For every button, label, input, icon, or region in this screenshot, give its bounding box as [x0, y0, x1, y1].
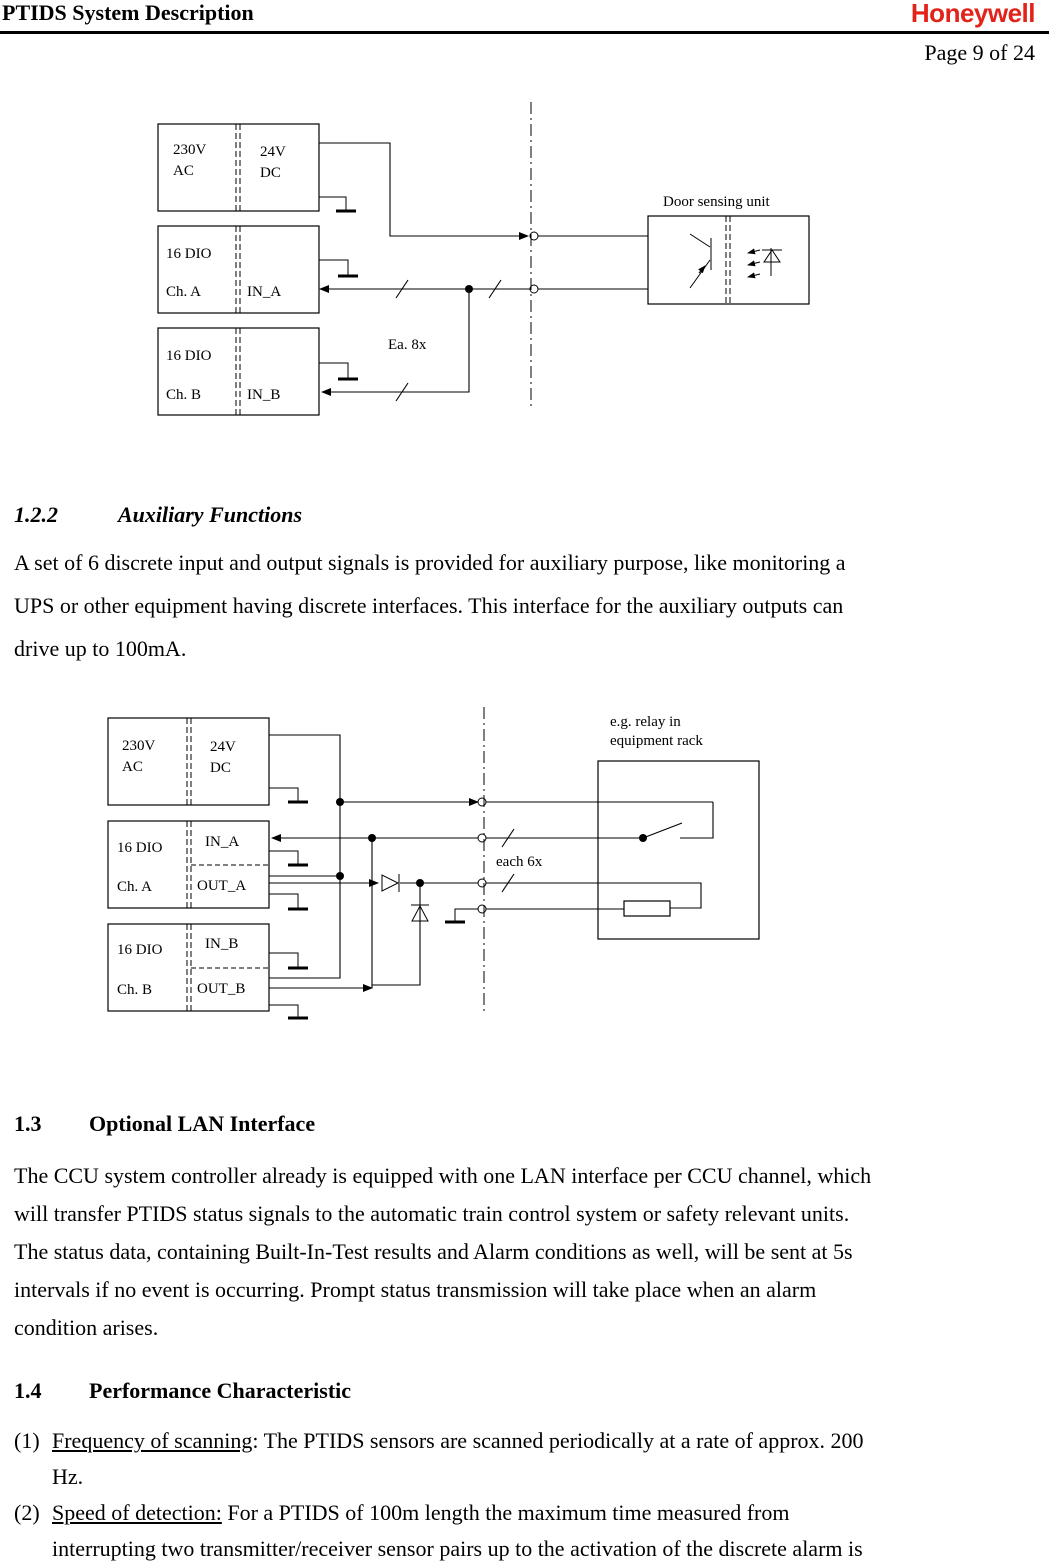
psu-ac-line1: 230V — [173, 142, 207, 158]
phototransistor-icon — [689, 233, 712, 289]
paragraph-line: The status data, containing Built-In-Tes… — [14, 1239, 853, 1264]
wires — [319, 142, 648, 402]
door-sensing-diagram: 230V AC 24V DC 16 DIO Ch. A IN_A 16 DIO … — [157, 102, 810, 416]
dio-a-box: 16 DIO Ch. A IN_A — [157, 225, 320, 314]
door-sensing-unit: Door sensing unit — [647, 194, 810, 305]
item-continuation: Hz. — [52, 1464, 84, 1489]
list-item: (2) Speed of detection: For a PTIDS of 1… — [14, 1495, 1024, 1567]
paragraph-line: condition arises. — [14, 1315, 159, 1340]
diode-icon — [411, 904, 429, 922]
honeywell-logo: Honeywell — [910, 0, 1036, 28]
dio-a-box: 16 DIO Ch. A IN_A OUT_A — [107, 820, 270, 909]
psu-dc-line1: 24V — [260, 144, 286, 160]
ground-symbols — [319, 196, 358, 381]
dio-a-title: 16 DIO — [117, 840, 163, 856]
psu-dc-line1: 24V — [210, 739, 236, 755]
count-label: each 6x — [496, 854, 543, 870]
paragraph-line: A set of 6 discrete input and output sig… — [14, 550, 846, 575]
led-icon — [747, 248, 782, 279]
header-rule — [0, 31, 1049, 34]
paragraph-line: will transfer PTIDS status signals to th… — [14, 1201, 850, 1226]
dio-a-out: OUT_A — [197, 878, 246, 894]
dio-b-box: 16 DIO Ch. B IN_B — [157, 327, 320, 416]
document-title: PTIDS System Description — [2, 0, 254, 25]
list-item: (1) Frequency of scanning: The PTIDS sen… — [14, 1423, 1024, 1495]
psu-ac-line2: AC — [173, 163, 194, 179]
relay-label-line1: e.g. relay in — [610, 714, 681, 730]
item-number: (2) — [14, 1500, 40, 1525]
section-title: Performance Characteristic — [89, 1378, 352, 1403]
section-1-2-2-heading: 1.2.2 Auxiliary Functions — [14, 502, 302, 528]
paragraph-line: drive up to 100mA. — [14, 636, 187, 661]
section-1-3-heading: 1.3 Optional LAN Interface — [14, 1111, 315, 1137]
psu-box: 230V AC 24V DC — [157, 123, 320, 212]
psu-ac-line2: AC — [122, 759, 143, 775]
ground-symbols — [269, 787, 482, 1020]
diode-icon — [381, 874, 400, 892]
paragraph-line: The CCU system controller already is equ… — [14, 1163, 872, 1188]
performance-list: (1) Frequency of scanning: The PTIDS sen… — [14, 1423, 1024, 1567]
section-1-2-2-body: A set of 6 discrete input and output sig… — [14, 541, 1024, 670]
auxiliary-io-diagram: 230V AC 24V DC 16 DIO Ch. A IN_A OUT_A 1… — [107, 707, 760, 1020]
psu-dc-line2: DC — [210, 760, 231, 776]
relay-equipment: e.g. relay in equipment rack — [597, 714, 760, 940]
dio-b-channel: Ch. B — [117, 982, 152, 998]
paragraph-line: intervals if no event is occurring. Prom… — [14, 1277, 817, 1302]
section-title: Optional LAN Interface — [89, 1111, 316, 1136]
dio-b-title: 16 DIO — [117, 942, 163, 958]
section-number: 1.4 — [14, 1378, 42, 1403]
psu-ac-line1: 230V — [122, 738, 156, 754]
psu-box: 230V AC 24V DC — [107, 717, 270, 806]
section-number: 1.3 — [14, 1111, 42, 1136]
dio-b-box: 16 DIO Ch. B IN_B OUT_B — [107, 923, 270, 1012]
section-1-4-heading: 1.4 Performance Characteristic — [14, 1378, 351, 1404]
psu-dc-line2: DC — [260, 165, 281, 181]
dio-a-channel: Ch. A — [166, 284, 201, 300]
dio-a-title: 16 DIO — [166, 246, 212, 262]
paragraph-line: UPS or other equipment having discrete i… — [14, 593, 844, 618]
item-continuation: interrupting two transmitter/receiver se… — [52, 1536, 863, 1561]
load-resistor-icon — [623, 900, 671, 917]
dio-a-channel: Ch. A — [117, 879, 152, 895]
dio-b-channel: Ch. B — [166, 387, 201, 403]
door-sensing-unit-label: Door sensing unit — [663, 194, 770, 210]
item-term: Speed of detection: — [52, 1500, 222, 1525]
dio-b-port: IN_B — [247, 387, 280, 403]
dio-b-in: IN_B — [205, 936, 238, 952]
item-number: (1) — [14, 1428, 40, 1453]
dio-b-out: OUT_B — [197, 981, 245, 997]
relay-label-line2: equipment rack — [610, 733, 703, 749]
item-text: For a PTIDS of 100m length the maximum t… — [221, 1500, 790, 1525]
dio-a-port: IN_A — [247, 284, 281, 300]
wires — [269, 734, 714, 992]
dio-a-in: IN_A — [205, 834, 239, 850]
section-1-3-body: The CCU system controller already is equ… — [14, 1157, 1024, 1347]
item-term: Frequency of scanning — [52, 1428, 253, 1453]
page-number: Page 9 of 24 — [924, 40, 1035, 65]
dio-b-title: 16 DIO — [166, 348, 212, 364]
section-title: Auxiliary Functions — [118, 502, 303, 527]
section-number: 1.2.2 — [14, 502, 58, 527]
count-label: Ea. 8x — [388, 337, 427, 353]
item-text: : The PTIDS sensors are scanned periodic… — [252, 1428, 864, 1453]
